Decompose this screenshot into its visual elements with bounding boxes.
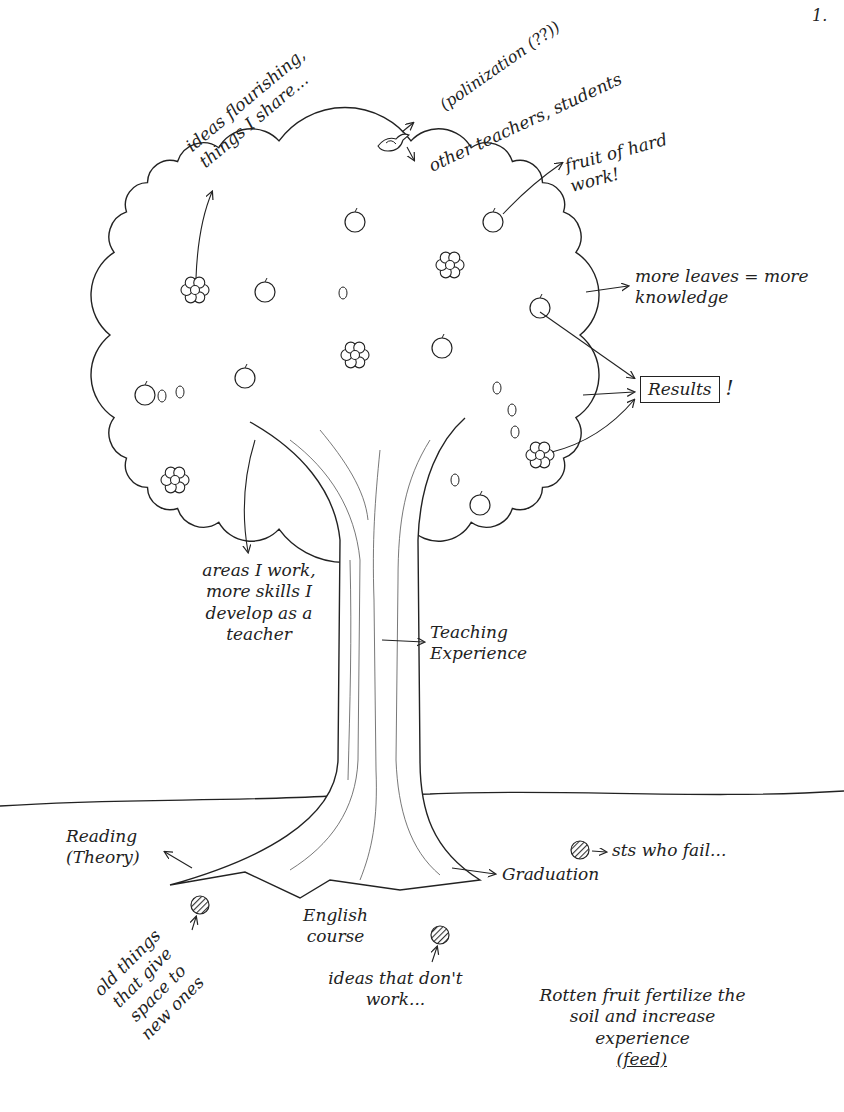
flower [161,467,189,493]
bud [158,390,166,402]
annotation: (polinization (??)) [436,17,564,115]
annotation: Graduation [502,864,599,885]
flower [341,342,369,368]
leader-line [196,192,212,278]
apple-body [235,368,255,388]
apple [345,208,365,232]
apple-stem [265,278,267,282]
bud [511,426,519,438]
rotten-fruit [431,926,449,944]
apple-body [530,298,550,318]
annotation-text: Rotten fruit fertilize the soil and incr… [539,985,745,1048]
leader-line [165,852,192,868]
apple-stem [245,364,247,368]
leader-line [552,400,634,452]
annotation: English course [288,905,383,948]
bark-line [320,430,368,520]
apple-stem [493,208,495,212]
annotation: Reading (Theory) [66,826,164,869]
annotation-text: 1. [812,6,827,25]
apple-body [135,385,155,405]
leader-line [192,917,196,930]
leader-line [382,640,424,642]
flower-center [536,451,545,460]
leader-line [432,947,437,962]
apple [530,294,550,318]
bud [451,474,459,486]
flower [181,277,209,303]
annotation: ideas that don't work... [318,968,473,1011]
apple [135,381,155,405]
bud [176,386,184,398]
annotation: more leaves = more knowledge [635,266,827,309]
leader-line [452,868,495,874]
annotation: (feed) [617,1049,668,1070]
apple [470,491,490,515]
bud [493,382,501,394]
rotten-fruit [191,896,209,914]
flower [436,252,464,278]
leader-line [586,286,628,292]
bud [339,287,347,299]
apple-body [432,338,452,358]
annotation: fruit of hard work! [563,125,690,197]
leader-line [592,851,606,852]
annotation: sts who fail... [612,840,726,861]
annotation: Teaching Experience [430,622,555,665]
annotation-text: sts who fail... [612,840,726,860]
apple-body [255,282,275,302]
annotation: ! [726,376,734,401]
node-text: Results [648,379,712,399]
apple-stem [540,294,542,298]
annotation-text: (feed) [617,1049,668,1069]
annotation-text: old things that give space to new ones [90,925,208,1043]
apple [255,278,275,302]
flower-center [191,286,200,295]
annotation-text: (polinization (??)) [436,17,563,114]
apple [432,334,452,358]
annotation: Rotten fruit fertilize the soil and incr… [535,985,750,1049]
apple-stem [145,381,147,385]
apple-body [470,495,490,515]
annotation-text: ideas that don't work... [328,968,462,1009]
results-box: Results [640,376,720,403]
leader-line [402,123,413,132]
annotation-text: more leaves = more knowledge [635,266,809,307]
annotation: old things that give space to new ones [80,915,219,1054]
bird-wing [386,141,396,144]
apple-stem [355,208,357,212]
annotation-text: Graduation [502,864,599,884]
annotation-text: Reading (Theory) [66,826,140,867]
flower-center [446,261,455,270]
leader-line [407,147,414,160]
leader-line [583,392,634,395]
annotation-text: areas I work, more skills I develop as a… [202,560,315,644]
bird [378,134,409,151]
apple [235,364,255,388]
annotation-text: fruit of hard work! [563,129,670,196]
annotation: 1. [812,6,827,26]
bud [508,404,516,416]
apple [483,208,503,232]
annotation: areas I work, more skills I develop as a… [190,560,328,645]
apple-stem [442,334,444,338]
leader-line [540,312,634,378]
annotation-text: Teaching Experience [430,622,527,663]
apple-body [483,212,503,232]
bark-line [360,450,380,880]
apple-body [345,212,365,232]
bark-line [290,440,360,870]
annotation-text: English course [303,905,368,946]
rotten-fruit [571,841,589,859]
apple-stem [480,491,482,495]
bark-line [348,560,351,780]
flower-center [171,476,180,485]
flower [526,442,554,468]
leader-line [503,163,562,214]
annotation-text: ! [726,376,734,400]
leader-line [244,440,255,552]
flower-center [351,351,360,360]
